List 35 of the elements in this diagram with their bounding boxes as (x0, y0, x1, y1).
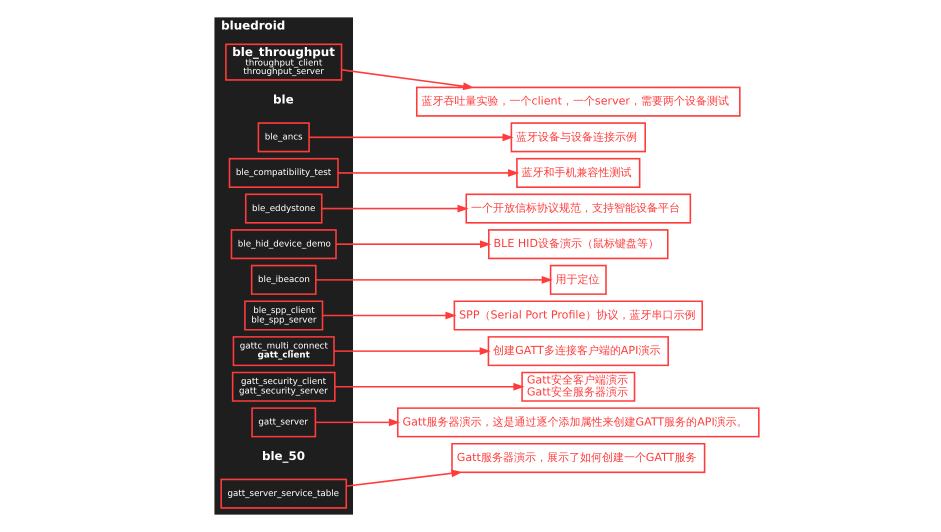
node-box: gatt_server_service_table (220, 478, 347, 509)
node-box: gattc_multi_connect gatt_client (232, 336, 334, 366)
node-text: ble_50 (261, 449, 304, 463)
node-text: ble (272, 92, 294, 107)
arrow (315, 418, 400, 426)
arrow (334, 347, 490, 356)
node-box: BLE HID设备演示（鼠标键盘等） (488, 229, 668, 260)
arrow (341, 69, 474, 90)
node-box: 蓝牙设备与设备连接示例 (510, 122, 646, 152)
arrow (346, 469, 462, 487)
arrow (334, 382, 524, 391)
node-box: gatt_server (250, 407, 316, 438)
node-box: 蓝牙吞吐量实验，一个client，一个server，需要两个设备测试 (415, 86, 740, 117)
node-box: ble_compatibility_test (228, 158, 338, 188)
node-box: SPP（Serial Port Profile）协议，蓝牙串口示例 (453, 300, 702, 331)
node-box: 一个开放信标协议规范，支持智能设备平台 (464, 194, 691, 224)
arrow (321, 204, 468, 212)
arrow (338, 169, 519, 177)
node-box: Gatt服务器演示，这是通过逐个添加属性来创建GATT服务的API演示。 (396, 407, 760, 438)
node-box: ble_ancs (257, 122, 310, 152)
node-box: ble_throughput throughput_client throughput_server (224, 44, 342, 81)
arrow (322, 312, 456, 320)
arrow (315, 276, 552, 284)
node-box: ble_spp_client ble_spp_server (244, 300, 323, 331)
node-box: 蓝牙和手机兼容性测试 (516, 158, 640, 188)
node-box: 创建GATT多连接客户端的API演示 (487, 336, 668, 366)
arrow (336, 240, 491, 248)
node-box: ble_eddystone (244, 194, 322, 224)
node-box: ble_hid_device_demo (230, 229, 336, 260)
node-box: Gatt安全客户端演示 Gatt安全服务器演示 (520, 372, 635, 402)
node-box: ble_ibeacon (250, 264, 316, 295)
arrow (308, 133, 514, 142)
node-box: Gatt服务器演示，展示了如何创建一个GATT服务 (450, 442, 705, 474)
node-box: 用于定位 (549, 264, 606, 295)
node-box: gatt_security_client gatt_security_server (231, 372, 336, 402)
